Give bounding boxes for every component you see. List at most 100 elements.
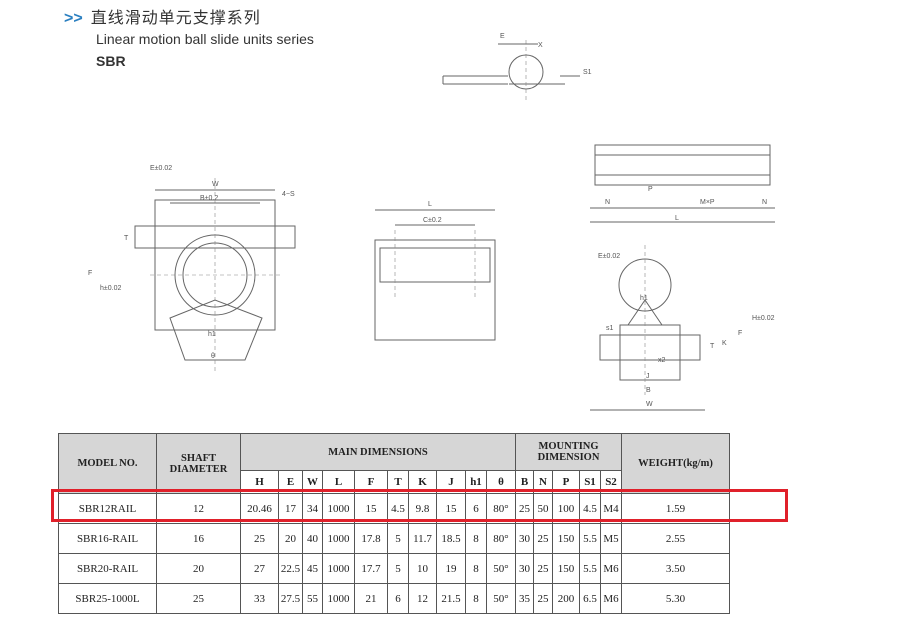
label-rail-h1: h1 bbox=[640, 295, 648, 302]
cell: 27.5 bbox=[278, 583, 303, 614]
cell: M6 bbox=[600, 583, 622, 614]
cell: 33 bbox=[240, 583, 279, 614]
label-rail-x2: x2 bbox=[658, 357, 666, 364]
cell: 6.5 bbox=[579, 583, 601, 614]
cell: SBR16-RAIL bbox=[58, 523, 157, 554]
cell: 1.59 bbox=[621, 493, 730, 524]
label-front-e: E±0.02 bbox=[150, 165, 172, 172]
label-rail-f: F bbox=[738, 330, 742, 337]
label-front-b: B±0.2 bbox=[200, 195, 218, 202]
label-side-l: L bbox=[428, 201, 432, 208]
table-row: SBR25-1000L 25 33 27.5 55 1000 21 6 12 2… bbox=[58, 583, 730, 614]
cell: 21 bbox=[354, 583, 388, 614]
subheader-cell: F bbox=[354, 470, 388, 494]
cell: 15 bbox=[436, 493, 466, 524]
label-top-e: E bbox=[500, 33, 505, 40]
rail-section-diagram: E±0.02 H±0.02 F K T s1 h1 x2 J B W bbox=[590, 245, 775, 411]
label-top-s1: S1 bbox=[583, 69, 592, 76]
label-front-h: h±0.02 bbox=[100, 285, 121, 292]
cell: 12 bbox=[156, 493, 241, 524]
cell: 20 bbox=[278, 523, 303, 554]
header-shaft: SHAFT DIAMETER bbox=[156, 433, 241, 494]
label-front-theta: θ bbox=[211, 353, 215, 360]
cell: 12 bbox=[408, 583, 437, 614]
title-cn-line: >> 直线滑动单元支撑系列 bbox=[64, 4, 314, 28]
subheader-cell: N bbox=[533, 470, 553, 494]
cell: 30 bbox=[515, 523, 534, 554]
cell: 22.5 bbox=[278, 553, 303, 584]
sub-header-row: H E W L F T K J h1 θ B N P S1 S2 bbox=[59, 470, 730, 494]
cell: 3.50 bbox=[621, 553, 730, 584]
cell: 5.5 bbox=[579, 523, 601, 554]
series-code: SBR bbox=[96, 53, 126, 69]
highlight-box bbox=[51, 489, 788, 522]
page-header: >> 直线滑动单元支撑系列 Linear motion ball slide un… bbox=[64, 4, 314, 69]
label-front-f: F bbox=[88, 270, 92, 277]
label-rail-j: J bbox=[646, 373, 650, 380]
cell: 17.7 bbox=[354, 553, 388, 584]
title-english: Linear motion ball slide units series bbox=[96, 31, 314, 47]
label-rail-n2: N bbox=[762, 199, 767, 206]
label-rail-p: P bbox=[648, 186, 653, 193]
cell: 5.30 bbox=[621, 583, 730, 614]
label-rail-w: W bbox=[646, 401, 653, 408]
label-front-w: W bbox=[212, 181, 219, 188]
cell: 25 bbox=[533, 553, 553, 584]
label-rail-l: L bbox=[675, 215, 679, 222]
cell: 8 bbox=[465, 523, 487, 554]
cell: 8 bbox=[465, 553, 487, 584]
cell: M5 bbox=[600, 523, 622, 554]
subheader-cell: T bbox=[387, 470, 409, 494]
spec-table: MODEL NO. SHAFT DIAMETER MAIN DIMENSIONS… bbox=[58, 433, 730, 614]
cell: 10 bbox=[408, 553, 437, 584]
label-rail-e: E±0.02 bbox=[598, 253, 620, 260]
cell: 1000 bbox=[322, 523, 355, 554]
label-rail-h: H±0.02 bbox=[752, 315, 775, 322]
cell: 2.55 bbox=[621, 523, 730, 554]
cell: 150 bbox=[552, 523, 580, 554]
subheader-cell: h1 bbox=[465, 470, 487, 494]
cell: 27 bbox=[240, 553, 279, 584]
table-row: SBR16-RAIL 16 25 20 40 1000 17.8 5 11.7 … bbox=[58, 523, 730, 554]
label-front-h1: h1 bbox=[208, 331, 216, 338]
label-rail-n1: N bbox=[605, 199, 610, 206]
cell: SBR20-RAIL bbox=[58, 553, 157, 584]
label-side-c: C±0.2 bbox=[423, 217, 442, 224]
cell: 1000 bbox=[322, 553, 355, 584]
label-rail-s1: s1 bbox=[606, 325, 614, 332]
cell: 18.5 bbox=[436, 523, 466, 554]
cell: 50° bbox=[486, 583, 516, 614]
top-diagram: E X S1 bbox=[442, 33, 592, 100]
cell: 150 bbox=[552, 553, 580, 584]
cell: 21.5 bbox=[436, 583, 466, 614]
cell: 19 bbox=[436, 553, 466, 584]
cell: 4.5 bbox=[579, 493, 601, 524]
header-mounting-dimension: MOUNTING DIMENSION bbox=[515, 433, 622, 471]
cell: 8 bbox=[465, 583, 487, 614]
cell: 6 bbox=[387, 583, 409, 614]
cell: 17.8 bbox=[354, 523, 388, 554]
cell: 25 bbox=[533, 523, 553, 554]
double-chevron-icon: >> bbox=[64, 10, 83, 27]
label-front-4s: 4−S bbox=[282, 191, 295, 198]
cell: 5 bbox=[387, 523, 409, 554]
cell: 1000 bbox=[322, 583, 355, 614]
subheader-cell: S2 bbox=[600, 470, 622, 494]
title-chinese: 直线滑动单元支撑系列 bbox=[90, 8, 261, 27]
rail-top-view-diagram: N P M×P N L bbox=[590, 144, 775, 223]
header-main-dimensions: MAIN DIMENSIONS bbox=[240, 433, 516, 471]
header-model: MODEL NO. bbox=[58, 433, 157, 494]
cell: 200 bbox=[552, 583, 580, 614]
label-rail-b: B bbox=[646, 387, 651, 394]
cell: 25 bbox=[533, 583, 553, 614]
cell: SBR25-1000L bbox=[58, 583, 157, 614]
cell: 25 bbox=[240, 523, 279, 554]
table-row: SBR20-RAIL 20 27 22.5 45 1000 17.7 5 10 … bbox=[58, 553, 730, 584]
label-front-t: T bbox=[124, 235, 129, 242]
label-rail-k: K bbox=[722, 340, 727, 347]
side-view-diagram: L C±0.2 bbox=[374, 201, 496, 341]
cell: 11.7 bbox=[408, 523, 437, 554]
cell: 16 bbox=[156, 523, 241, 554]
cell: M6 bbox=[600, 553, 622, 584]
technical-drawings: E X S1 E±0.02 W B±0.2 4−S T h±0.02 F h1 … bbox=[88, 33, 775, 411]
